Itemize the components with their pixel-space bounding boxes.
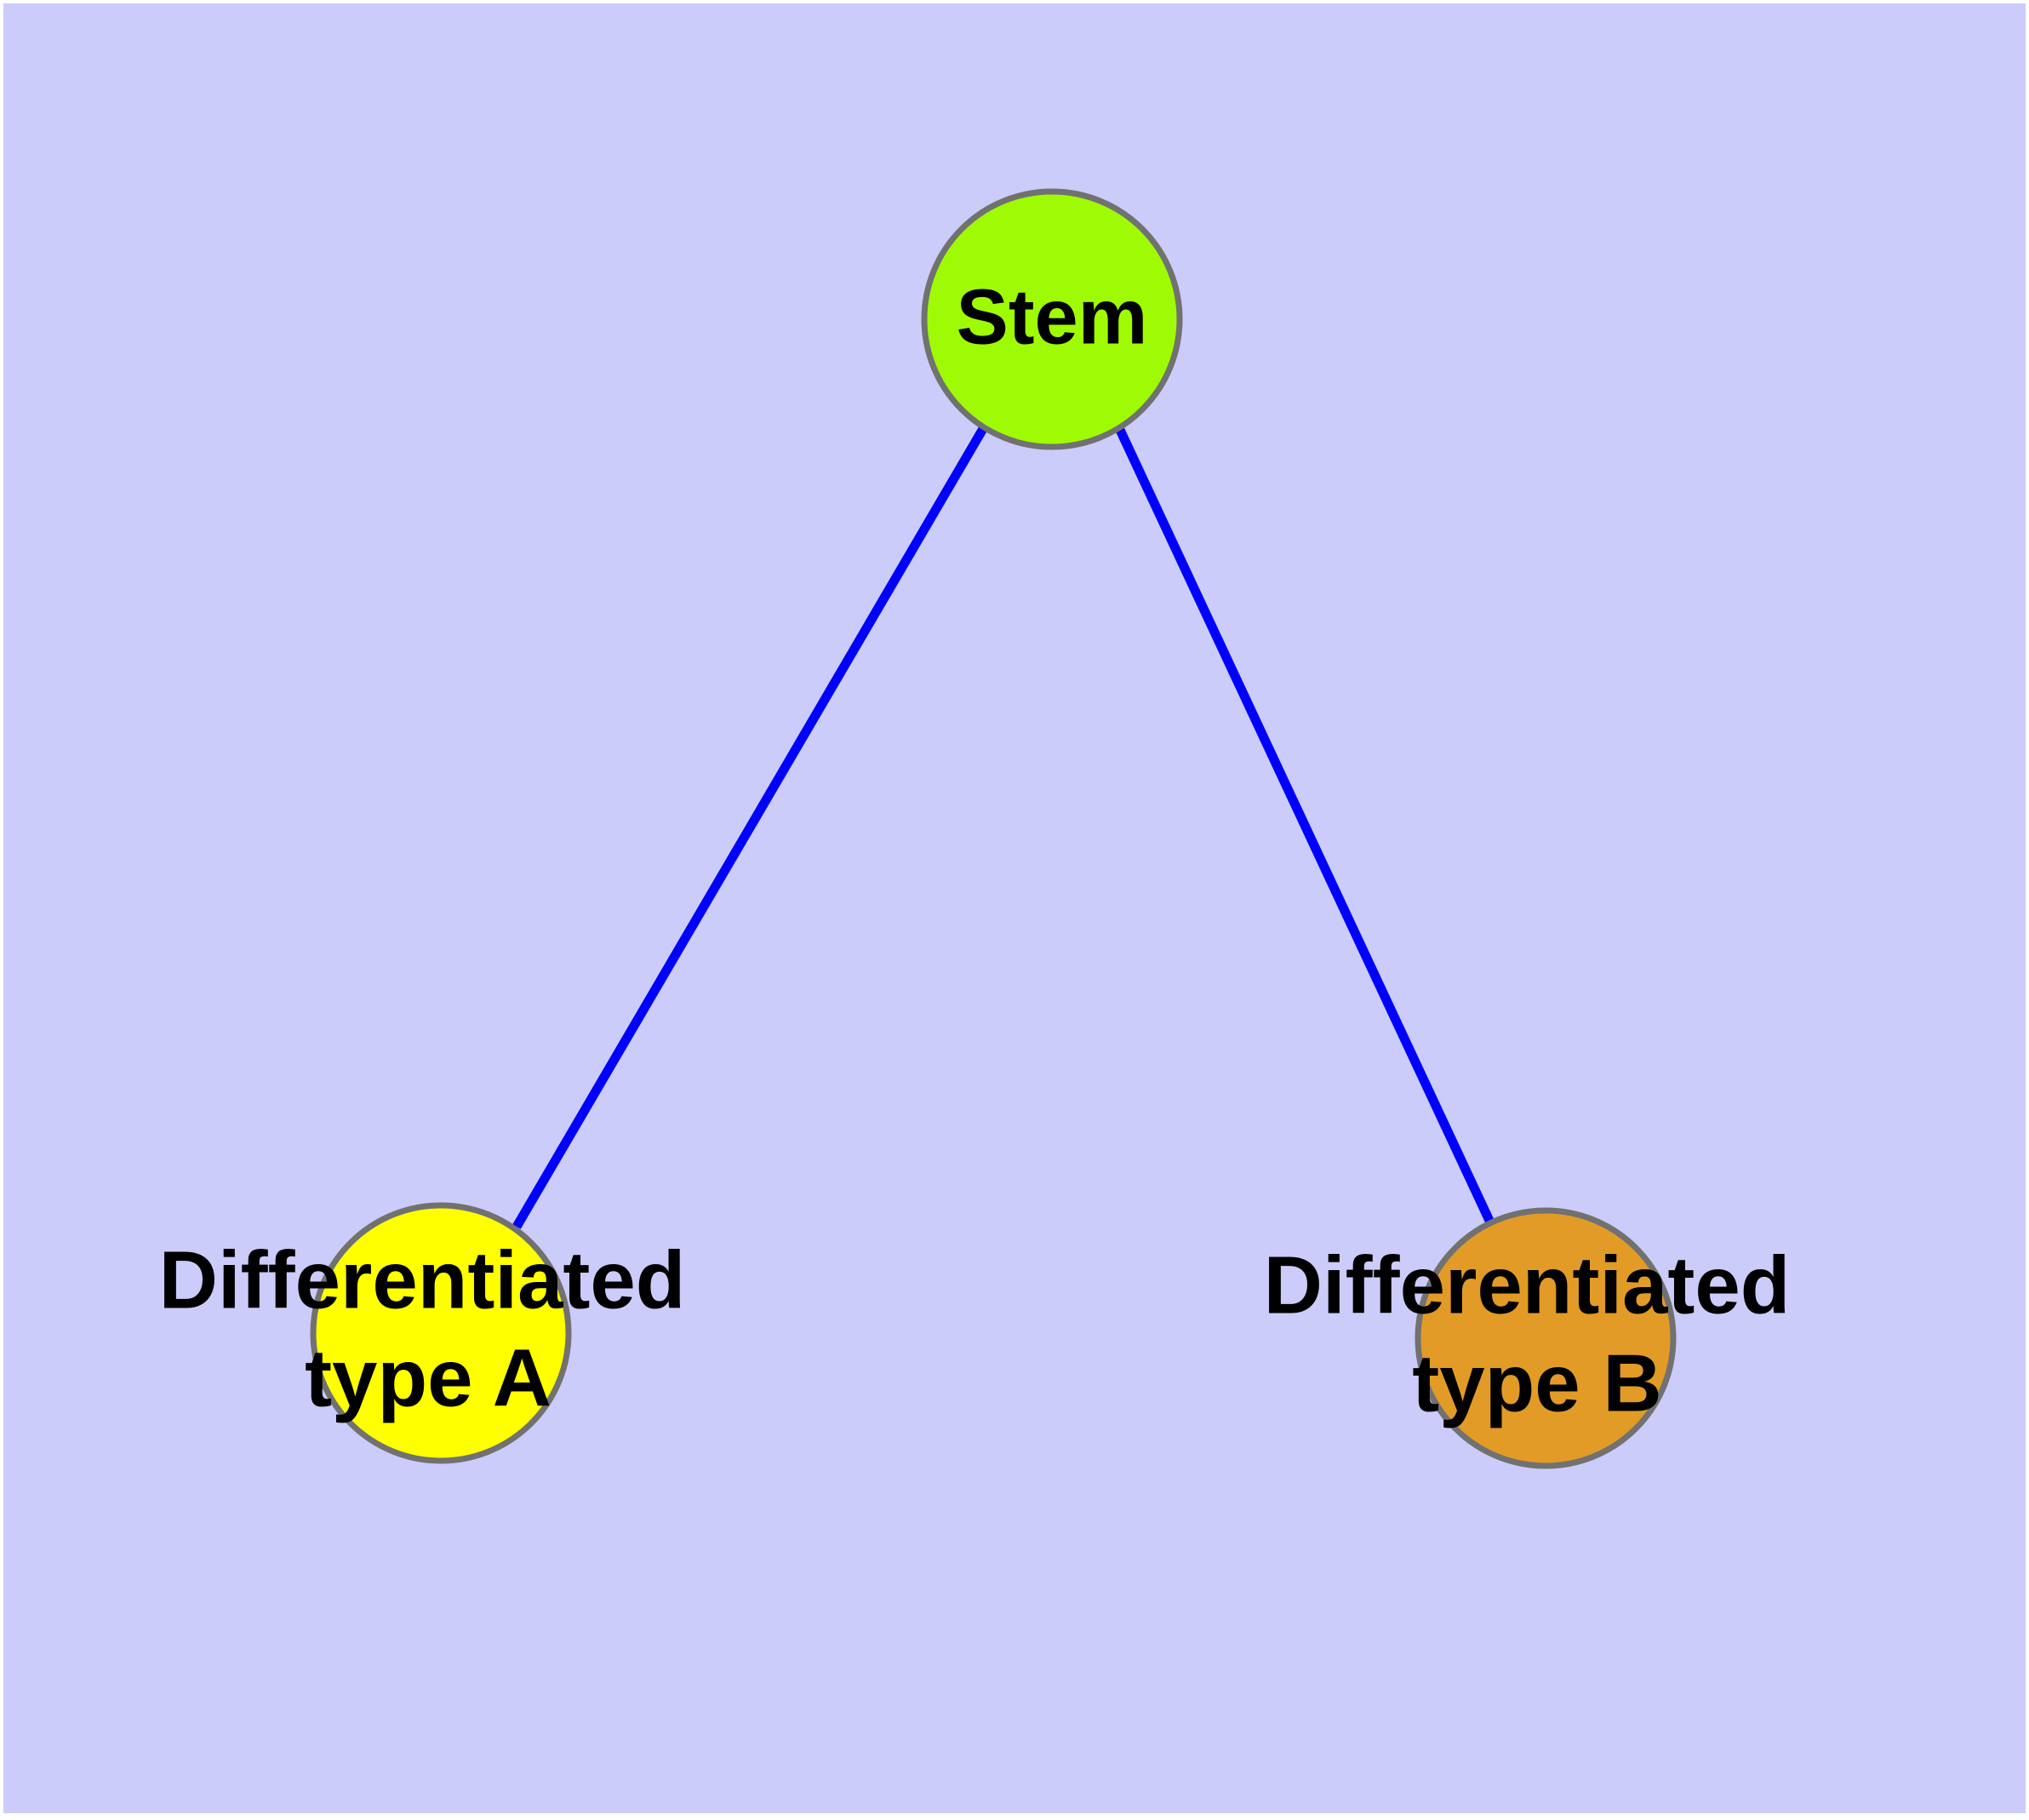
edge-stem-to-differentiated-type-b xyxy=(1116,427,1495,1225)
node-differentiated-type-b-circle[interactable] xyxy=(1415,1207,1677,1469)
node-stem-label-line1: Stem xyxy=(957,273,1148,360)
node-differentiated-type-a-label-line2: type A xyxy=(305,1332,552,1423)
node-differentiated-type-b-label-line1: Differentiated xyxy=(1264,1239,1791,1331)
node-stem-circle[interactable] xyxy=(921,188,1183,450)
node-differentiated-type-b-label-line2: type B xyxy=(1412,1337,1661,1428)
node-differentiated-type-a-label-line1: Differentiated xyxy=(159,1234,686,1325)
edge-stem-to-differentiated-type-a xyxy=(512,425,988,1229)
node-differentiated-type-a-circle[interactable] xyxy=(310,1202,572,1464)
